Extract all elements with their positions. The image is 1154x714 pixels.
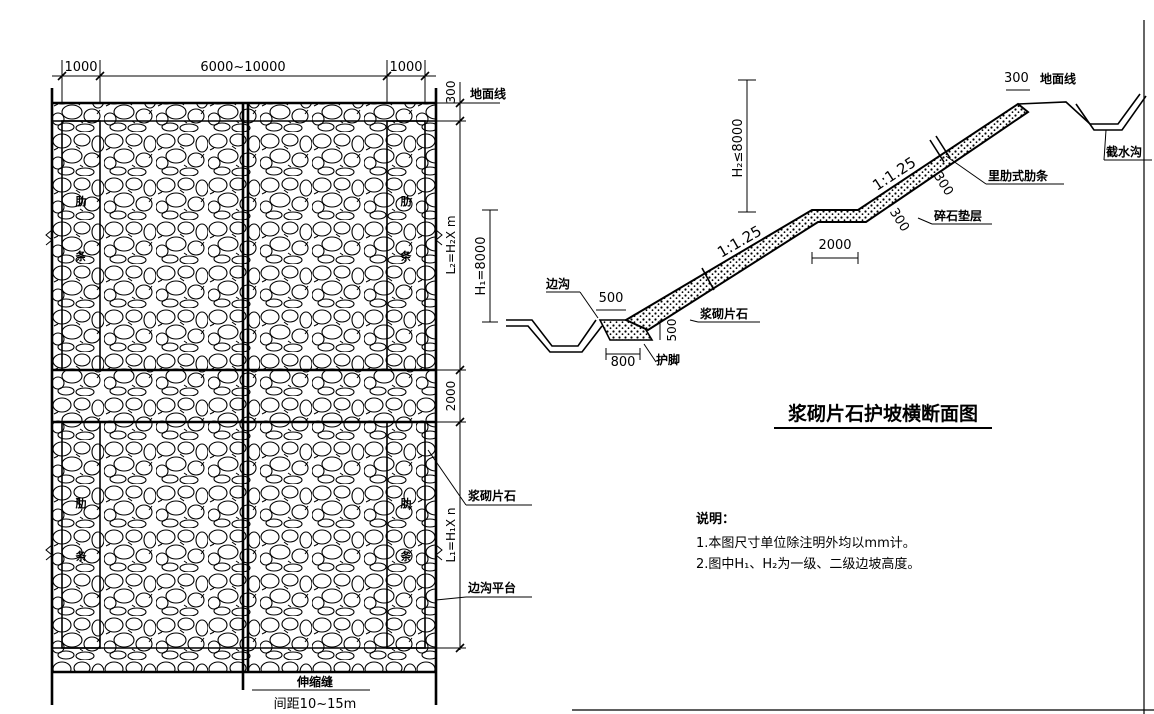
dim-2000-band: 2000 [444, 381, 458, 412]
dim-300: 300 [444, 81, 458, 104]
rib-char-left-upper-1: 肋 [76, 194, 87, 208]
dim-middle-6000-10000: 6000~10000 [200, 60, 285, 75]
rib-char-left-lower-2: 条 [75, 549, 88, 563]
dim-300-b: 300 [886, 206, 912, 235]
break-mark-right-lower [435, 544, 443, 561]
break-mark-left-upper [45, 229, 53, 246]
notes-line-2: 2.图中H₁、H₂为一级、二级边坡高度。 [696, 556, 920, 572]
section-rib-label: 里肋式肋条 [988, 168, 1049, 183]
rib-char-left-upper-2: 条 [75, 249, 88, 263]
rib-char-right-upper-2: 条 [400, 249, 413, 263]
dim-500-side: 500 [665, 319, 679, 342]
slope-lining [623, 102, 1030, 332]
plan-top-dimension: 1000 6000~10000 1000 [52, 60, 436, 103]
break-mark-left-lower [45, 544, 53, 561]
rib-left-upper [61, 120, 101, 371]
dim-300-top: 300 [1004, 71, 1029, 86]
plan-stone-label: 浆砌片石 [467, 488, 516, 503]
side-ditch-outer [506, 319, 597, 347]
plan-spacing-label: 间距10~15m [274, 697, 357, 712]
plan-platform-label: 边沟平台 [467, 580, 516, 595]
dim-500-top: 500 [599, 291, 624, 306]
plan-ground-line-label: 地面线 [470, 86, 506, 101]
section-ground-line-label: 地面线 [1040, 71, 1076, 86]
leader-section-stone [689, 319, 699, 323]
rib-mark-upper [929, 139, 945, 163]
rib-left-lower [61, 421, 101, 649]
rib-char-right-lower-1: 肋 [401, 496, 412, 510]
section-stone-label: 浆砌片石 [699, 306, 748, 321]
rib-char-right-upper-1: 肋 [401, 194, 412, 208]
leader-intercept [1103, 129, 1107, 161]
leader-toe [643, 343, 657, 363]
dim-H1: H₁=8000 [474, 237, 489, 296]
notes-title: 说明： [696, 511, 735, 527]
dim-L2: L₂=H₂X m [444, 215, 458, 274]
dim-H2: H₂≤8000 [731, 119, 746, 178]
section-toe-label: 护脚 [656, 352, 680, 367]
section-gravel-label: 碎石垫层 [934, 208, 982, 223]
dim-800: 800 [611, 355, 636, 370]
rib-char-left-lower-1: 肋 [76, 496, 87, 510]
break-mark-right-upper [435, 229, 443, 246]
rib-right-lower [386, 421, 426, 649]
side-ditch-inner [506, 325, 603, 353]
rib-right-upper [386, 120, 426, 371]
leader-gravel [917, 217, 933, 225]
cross-section-view: H₂≤8000 H₁=8000 300 地面线 截水沟 里肋式肋条 1:1.25… [474, 71, 1152, 429]
intercept-ditch-inner [1075, 95, 1147, 131]
dim-left-1000: 1000 [64, 60, 97, 75]
section-side-ditch-label: 边沟 [545, 276, 570, 291]
rib-mark-lower [701, 267, 715, 291]
dim-2000-section: 2000 [818, 238, 851, 253]
dim-L1: L₁=H₁X n [444, 507, 458, 562]
plan-view: 肋 条 肋 条 肋 条 肋 条 1000 6000~10000 1000 [45, 60, 532, 712]
dim-right-1000: 1000 [389, 60, 422, 75]
section-intercept-label: 截水沟 [1106, 144, 1142, 159]
leader-stone [427, 449, 467, 506]
notes-line-1: 1.本图尺寸单位除注明外均以mm计。 [696, 536, 916, 551]
leader-platform [435, 596, 467, 601]
notes-block: 说明： 1.本图尺寸单位除注明外均以mm计。 2.图中H₁、H₂为一级、二级边坡… [696, 511, 920, 572]
plan-joint-label: 伸缩缝 [296, 674, 333, 689]
plan-right-dimension: 300 L₂=H₂X m 2000 L₁=H₁X n [436, 81, 500, 653]
section-title: 浆砌片石护坡横断面图 [788, 402, 978, 425]
leader-rib [945, 155, 987, 185]
rib-char-right-lower-2: 条 [400, 549, 413, 563]
